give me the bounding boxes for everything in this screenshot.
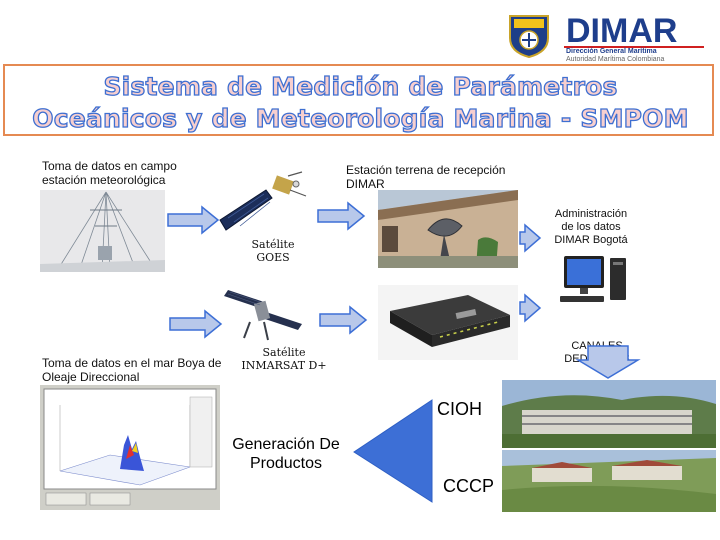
logo-sub-text-1: Dirección General Marítima bbox=[566, 48, 657, 55]
arrow-station-to-goes bbox=[167, 205, 220, 235]
label-administracion: Administración de los datos DIMAR Bogotá bbox=[554, 208, 628, 246]
met-station-image bbox=[40, 190, 165, 272]
logo-main-text: DIMAR bbox=[566, 12, 677, 50]
label-cccp: CCCP bbox=[443, 476, 495, 496]
title-line-2: Oceánicos y de Meteorología Marina - SMP… bbox=[32, 103, 690, 133]
inmarsat-satellite-image bbox=[220, 282, 305, 344]
arrow-modem-to-admin bbox=[519, 293, 542, 323]
label-satelite-goes: Satélite GOES bbox=[251, 238, 295, 264]
arrow-canales-down bbox=[575, 345, 641, 379]
arrow-ground-to-admin bbox=[519, 223, 542, 253]
label-cioh: CIOH bbox=[437, 399, 482, 419]
label-estacion-terrena: Estación terrena de recepción DIMAR bbox=[346, 163, 506, 191]
dimar-logo: DIMAR Dirección General Marítima Autorid… bbox=[560, 8, 708, 64]
modem-image bbox=[378, 285, 518, 360]
wave-spectrum-image bbox=[40, 385, 220, 510]
label-generacion: Generación De Productos bbox=[232, 436, 340, 472]
goes-satellite-image bbox=[218, 170, 308, 235]
title-box: Sistema de Medición de Parámetros Oceáni… bbox=[3, 64, 714, 136]
arrow-cioh-to-productos bbox=[353, 399, 433, 503]
label-satelite-inmarsat: Satélite INMARSAT D+ bbox=[241, 346, 327, 372]
label-toma-campo: Toma de datos en campo estación meteorol… bbox=[42, 159, 177, 187]
computer-image bbox=[554, 252, 632, 308]
ground-station-image bbox=[378, 190, 518, 268]
arrow-inmarsat-to-modem bbox=[319, 305, 368, 335]
seal-logo bbox=[506, 10, 552, 58]
cccp-building-image bbox=[502, 450, 716, 512]
label-toma-mar: Toma de datos en el mar Boya de Oleaje D… bbox=[42, 356, 222, 384]
logo-sub-text-2: Autoridad Marítima Colombiana bbox=[566, 56, 665, 63]
arrow-goes-to-ground bbox=[317, 201, 366, 231]
title-line-1: Sistema de Medición de Parámetros bbox=[103, 71, 618, 101]
cioh-building-image bbox=[502, 380, 716, 448]
arrow-buoy-to-inmarsat bbox=[169, 309, 223, 339]
